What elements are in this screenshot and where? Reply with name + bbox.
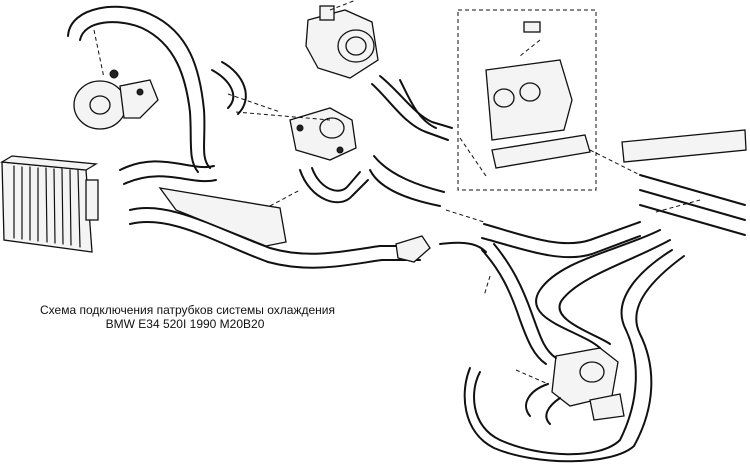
radiator (0, 155, 99, 253)
dashed-connectors (93, 0, 701, 385)
engine-inset (457, 9, 597, 191)
diagram-caption: Схема подключения патрубков системы охла… (40, 303, 335, 331)
heater-pipes (621, 129, 747, 236)
thermostat-housing (289, 107, 357, 161)
caption-line-model: BMW E34 520I 1990 M20B20 (105, 317, 265, 331)
caption-line-title: Схема подключения патрубков системы охла… (40, 303, 335, 317)
throttle-body (305, 5, 379, 79)
hoses (67, 5, 685, 463)
water-pump (73, 69, 159, 130)
heater-core (551, 347, 625, 421)
